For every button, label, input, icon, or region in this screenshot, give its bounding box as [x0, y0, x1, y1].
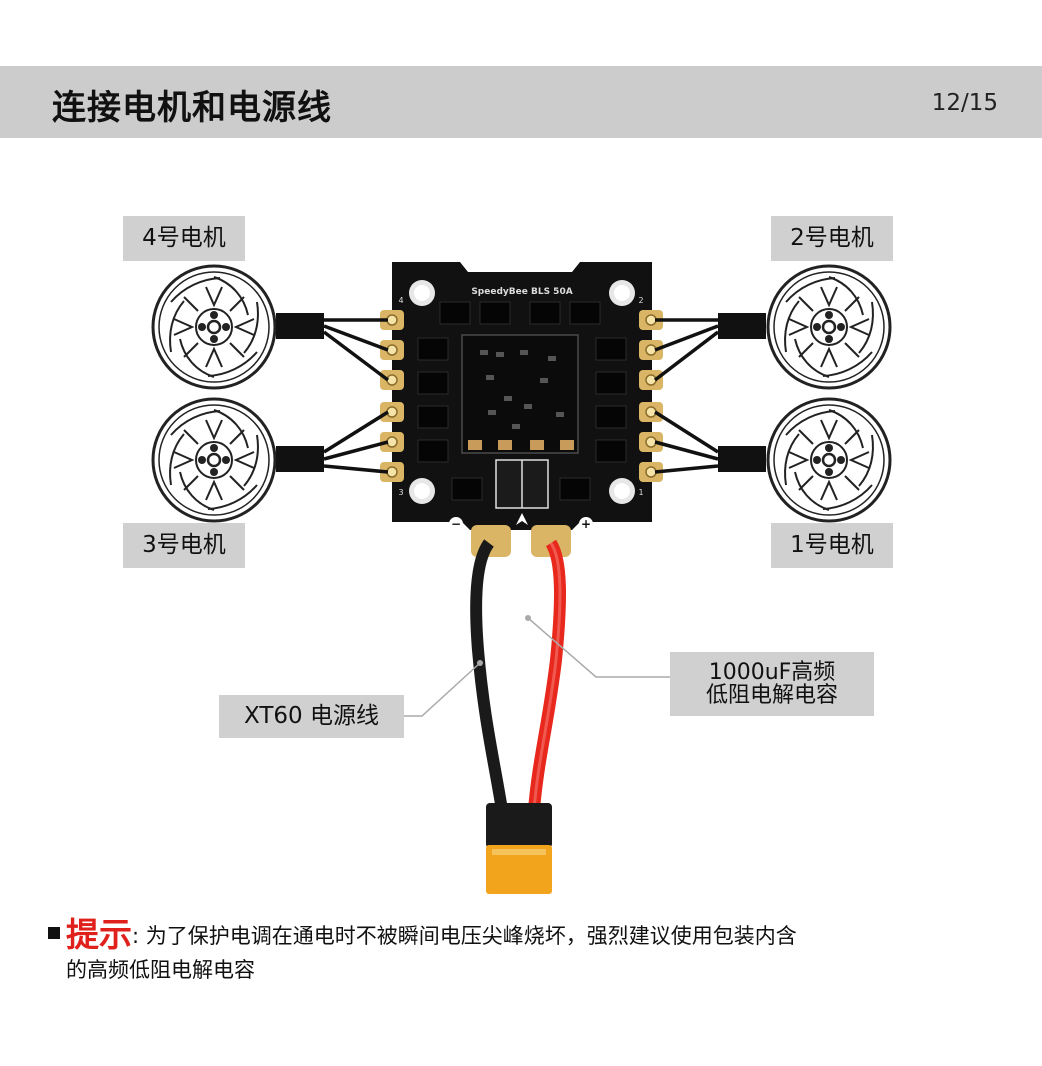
negative-marker — [449, 517, 463, 531]
mounting-holes — [409, 280, 635, 504]
tip-note: 提示: 为了保护电调在通电时不被瞬间电压尖峰烧坏，强烈建议使用包装内含 的高频低… — [48, 918, 1008, 987]
xt60-label: XT60 电源线 — [219, 695, 404, 738]
page-number: 12/15 — [931, 90, 998, 116]
motor-2-icon — [766, 264, 892, 390]
motor-3-icon — [151, 397, 277, 523]
bullet-square-icon — [48, 927, 60, 939]
capacitor-label-line2: 低阻电解电容 — [705, 683, 838, 708]
bottom-components — [468, 440, 574, 450]
xt60-back — [486, 803, 552, 848]
motor-4-sleeve — [276, 313, 324, 339]
motor-1-label: 1号电机 — [771, 523, 893, 568]
negative-symbol: − — [451, 517, 461, 531]
page-title: 连接电机和电源线 — [52, 88, 332, 128]
arrow-marker — [516, 513, 528, 525]
pad-number-4: 4 — [398, 296, 403, 305]
motor-3-sleeve — [276, 446, 324, 472]
tip-separator: : — [132, 924, 146, 948]
pad-number-3: 3 — [398, 488, 403, 497]
motor-4-label: 4号电机 — [123, 216, 245, 261]
pad-number-2: 2 — [638, 296, 643, 305]
positive-marker — [579, 517, 593, 531]
motor-1-icon — [766, 397, 892, 523]
leader-lines — [404, 617, 670, 717]
positive-pad — [531, 525, 571, 557]
motor-3-label: 3号电机 — [123, 523, 245, 568]
capacitor-label-line1: 1000uF高频 — [708, 659, 836, 685]
pad-number-1: 1 — [638, 488, 643, 497]
motor-4-icon — [151, 264, 277, 390]
tip-keyword: 提示 — [66, 915, 132, 954]
board-model: SpeedyBee BLS 50A — [471, 287, 572, 297]
motor-2-sleeve — [718, 313, 766, 339]
motor-1-sleeve — [718, 446, 766, 472]
motor-2-label: 2号电机 — [771, 216, 893, 261]
positive-symbol: + — [581, 517, 591, 531]
black-power-wire — [470, 539, 508, 811]
tip-text-line2: 的高频低阻电解电容 — [66, 958, 255, 982]
capacitor-label: 1000uF高频 低阻电解电容 — [670, 652, 874, 716]
negative-pad — [471, 525, 511, 557]
tip-text-line1: 为了保护电调在通电时不被瞬间电压尖峰烧坏，强烈建议使用包装内含 — [145, 924, 797, 948]
smd-components — [480, 350, 564, 429]
header-bar: 连接电机和电源线 12/15 — [0, 66, 1042, 138]
xt60-connector — [486, 845, 552, 894]
motor-wires — [322, 318, 720, 474]
